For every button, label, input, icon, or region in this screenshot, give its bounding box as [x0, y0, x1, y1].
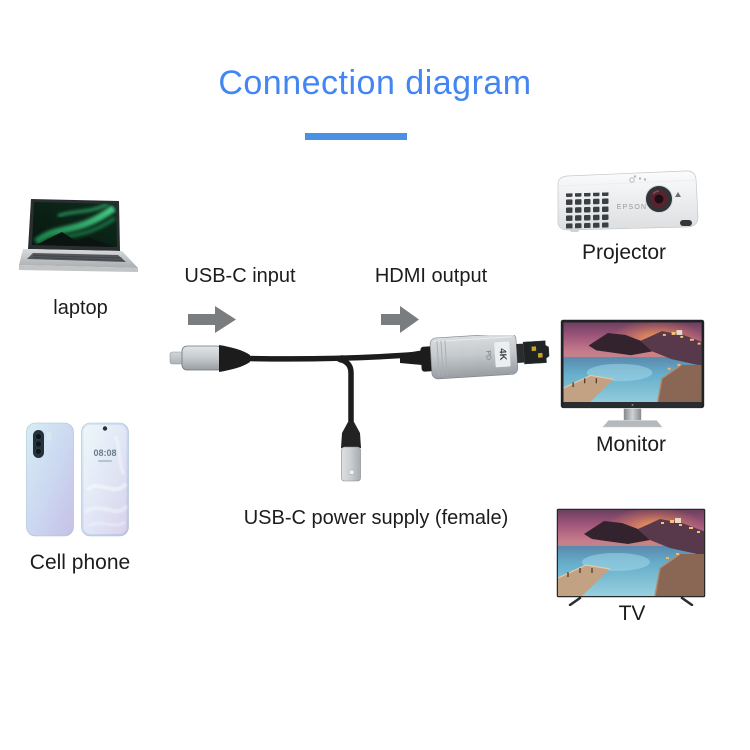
- adapter-4k-marking: 4K: [497, 348, 509, 361]
- monitor-stand: [623, 408, 642, 421]
- projector-label: Projector: [581, 241, 667, 264]
- usb-c-male-connector: [169, 345, 250, 372]
- phone-clock-text: 08:08: [93, 448, 116, 458]
- usb-c-input-label: USB-C input: [184, 265, 296, 287]
- laptop-image: [19, 199, 138, 272]
- projector-brand-text: EPSON: [617, 204, 648, 211]
- projector-image: EPSON: [557, 170, 699, 232]
- tv-legs: [568, 596, 694, 606]
- tv-label: TV: [618, 602, 646, 625]
- hdmi-output-arrow-icon: [381, 306, 419, 333]
- power-branch-cable: [336, 355, 354, 424]
- cable-adapter-image: 4K PD: [169, 335, 550, 482]
- monitor-screen-scene: [563, 322, 702, 403]
- title-underline: [305, 133, 407, 140]
- hdmi-output-label: HDMI output: [374, 265, 488, 287]
- usb-c-power-supply-label: USB-C power supply (female): [243, 507, 509, 529]
- usb-c-input-arrow-icon: [188, 306, 236, 333]
- projector-vent-grille: [565, 192, 610, 229]
- main-cable: [247, 351, 424, 362]
- monitor-label: Monitor: [595, 433, 667, 456]
- hdmi-connector: [516, 340, 550, 365]
- adapter-pd-marking: PD: [484, 350, 492, 360]
- cell-phone-image: 08:08: [26, 422, 129, 537]
- phone-punch-hole-camera: [102, 426, 108, 431]
- tv-screen-scene: [558, 510, 704, 596]
- monitor-image: [560, 319, 705, 428]
- tv-image: [556, 508, 706, 606]
- page-title: Connection diagram: [218, 64, 532, 102]
- cell-phone-label: Cell phone: [29, 551, 131, 574]
- laptop-label: laptop: [53, 297, 108, 319]
- hdmi-adapter-body: 4K PD: [420, 335, 550, 380]
- usb-c-female-connector: [341, 422, 361, 482]
